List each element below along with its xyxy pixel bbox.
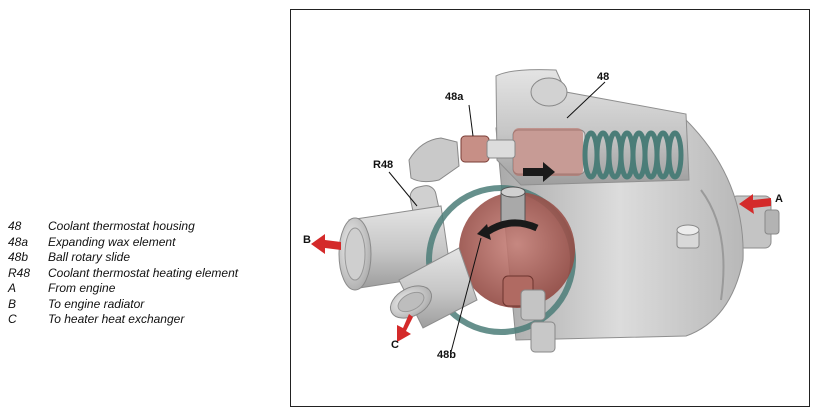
flow-arrow-b [311,234,341,254]
legend-key: B [8,296,17,311]
legend-key: 48 [8,219,22,233]
mounting-bracket [520,289,556,353]
legend: 48 Coolant thermostat housing 48a Expand… [8,219,278,328]
flow-arrows [311,194,771,342]
thermostat-illustration-frame: 48 48a R48 A B C 48b [290,9,810,407]
mounting-boss [530,77,568,107]
legend-text: Coolant thermostat housing [48,219,195,233]
wax-element-cutaway [513,128,583,176]
callout-leaders [388,81,606,353]
callout-b: B [303,234,311,246]
coil-spring [582,130,684,180]
housing-ridge [700,189,725,301]
legend-row: R48 Coolant thermostat heating element [8,266,278,282]
callout-r48: R48 [373,159,393,171]
flow-arrow-a [739,194,771,214]
outlet-pipe-c [389,247,478,329]
thermostat-illustration: 48 48a R48 A B C 48b [303,69,783,361]
legend-text: Expanding wax element [48,234,176,249]
bolt [676,224,700,249]
legend-row: A From engine [8,281,278,297]
legend-text: Ball rotary slide [48,250,131,264]
legend-text: From engine [48,281,116,295]
expanding-wax-element [460,135,516,163]
callout-48b: 48b [437,349,456,361]
legend-text: To engine radiator [48,296,145,311]
legend-key: 48b [8,250,29,264]
legend-row: C To heater heat exchanger [8,312,278,328]
legend-key: C [8,312,17,326]
legend-row: 48a Expanding wax element [8,235,278,251]
ball-rotary-slide [426,185,576,335]
callout-48: 48 [597,71,609,83]
legend-text: Coolant thermostat heating element [48,265,239,280]
callout-a: A [775,193,783,205]
legend-row: B To engine radiator [8,297,278,313]
legend-row: 48b Ball rotary slide [8,250,278,266]
legend-text: To heater heat exchanger [48,312,185,326]
piston-direction-arrow [523,162,555,182]
legend-key: 48a [8,234,29,249]
callout-c: C [391,339,399,351]
legend-key: A [8,281,17,295]
legend-key: R48 [8,265,31,280]
flow-arrow-c [397,314,413,342]
legend-row: 48 Coolant thermostat housing [8,219,278,235]
callout-48a: 48a [445,91,464,103]
